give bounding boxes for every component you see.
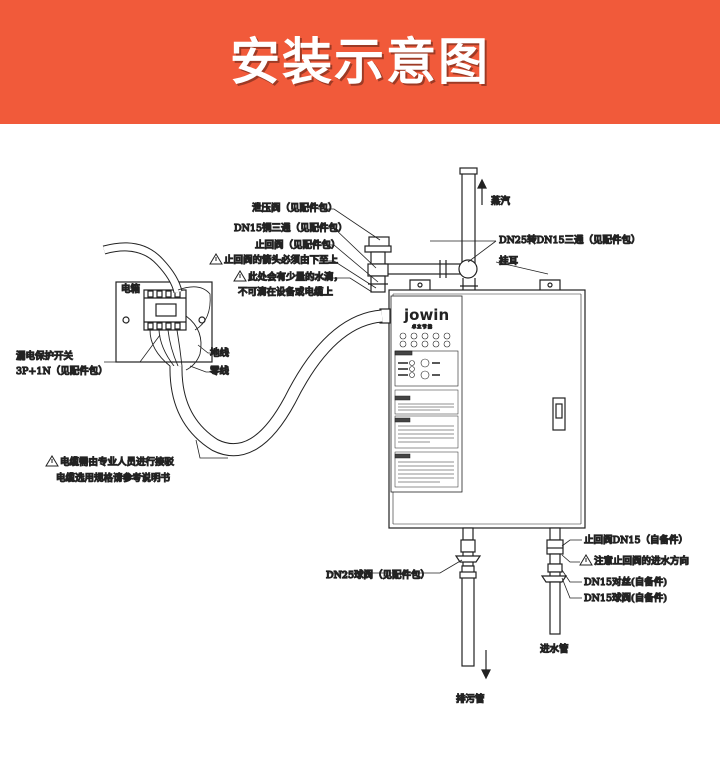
label-drip-warning-2: 不可滴在设备或电缆上: [238, 286, 334, 298]
input-cable: [102, 242, 211, 331]
panel-buttons: [399, 332, 451, 348]
label-ground: 地线: [210, 347, 230, 359]
label-breaker-1: 漏电保护开关: [16, 350, 74, 362]
leader-lines-inlet: [561, 539, 582, 599]
warning-icon: [209, 253, 223, 265]
label-water-inlet: 进水管: [540, 643, 569, 655]
hanger-ears: [409, 279, 561, 290]
label-cable-warning-2: 电缆选用规格请参考说明书: [56, 472, 171, 484]
label-dn15-union: DN15对丝(自备件): [584, 576, 667, 588]
label-check-valve-dn15: 止回阀DN15（自备件）: [584, 534, 688, 546]
label-check-valve: 止回阀（见配件包）: [255, 239, 341, 251]
label-dn15-ball: DN15球阀(自备件): [584, 592, 667, 604]
device-brand-sub: 卓 立 节 能: [412, 323, 432, 329]
label-drain: 排污管: [456, 693, 485, 705]
label-steam: 蒸汽: [491, 195, 511, 207]
label-check-direction: 注意止回阀的进水方向: [594, 555, 689, 567]
warning-icon: [233, 270, 247, 282]
leader-lines-top: [300, 208, 549, 293]
label-hanger: 挂耳: [499, 255, 518, 267]
relief-valve: [364, 236, 392, 265]
warning-icon: [45, 455, 59, 467]
page-title: 安装示意图: [230, 33, 490, 91]
panel-instructions: [394, 389, 459, 488]
device-brand: jowin: [403, 306, 449, 324]
dn25-tee: [458, 259, 478, 293]
label-copper-tee: DN15铜三通（见配件包）: [234, 222, 348, 234]
steam-pipe: [459, 167, 487, 273]
label-check-arrow-note: 止回阀的箭头必须由下至上: [224, 254, 339, 266]
header-banner: [0, 0, 720, 124]
output-cable: [169, 309, 383, 457]
drain-pipe: [454, 527, 491, 680]
label-breaker-2: 3P+1N（见配件包）: [16, 365, 108, 377]
label-tee-dn25: DN25转DN15三通（见配件包）: [499, 234, 641, 246]
label-relief-valve: 泄压阀（见配件包）: [252, 202, 338, 214]
warning-icon: [579, 554, 593, 566]
electric-box: [115, 281, 213, 363]
horizontal-steam-pipe: [379, 260, 465, 278]
water-inlet-pipe: [540, 527, 568, 635]
label-dn25-ball: DN25球阀（见配件包）: [326, 569, 430, 581]
leader-lines-drain: [328, 559, 463, 574]
copper-tee: [367, 263, 389, 277]
leader-lines-left: [104, 334, 230, 459]
breaker-wires: [149, 315, 202, 371]
check-valve: [368, 275, 388, 293]
label-cable-warning-1: 电缆需由专业人员进行接驳: [60, 456, 175, 468]
panel-indicators: [394, 350, 459, 387]
label-neutral: 零线: [210, 365, 230, 377]
label-electric-box: 电箱: [121, 283, 140, 295]
label-drip-warning-1: 此处会有少量的水滴，: [248, 271, 343, 283]
device-cabinet: [379, 289, 586, 529]
